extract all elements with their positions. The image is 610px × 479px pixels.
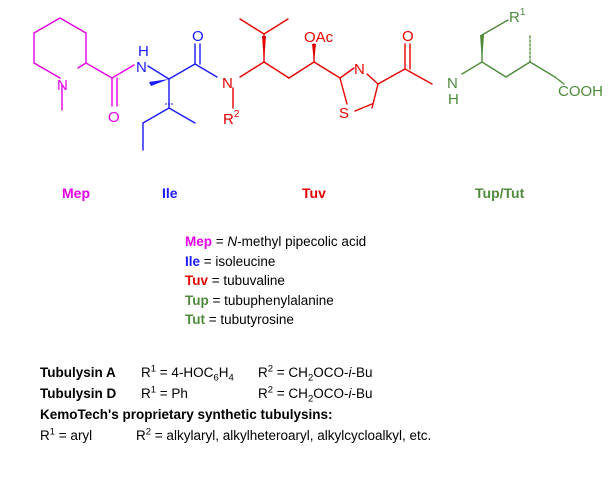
tubulysin-structure: N O N H O N R2 OAc N S O N H R1 COOH xyxy=(33,7,603,151)
tubulysin-a-r1: R1 = 4-HOC6H4 xyxy=(141,363,234,384)
tuv-r2-label: R2 xyxy=(223,109,240,128)
tubulysin-d-name: Tubulysin D xyxy=(40,386,117,401)
tup-cooh-label: COOH xyxy=(558,83,603,100)
wedge-tuv-oac xyxy=(312,44,316,62)
tuv-o-label: O xyxy=(402,28,414,45)
legend-row-ile: Ile = isoleucine xyxy=(185,253,276,269)
kemotech-r2: R2 = alkylaryl, alkylheteroaryl, alkylcy… xyxy=(136,426,432,443)
tuv-n-label: N xyxy=(222,75,233,92)
tup-nh-h-label: H xyxy=(448,91,459,108)
ile-fragment xyxy=(142,43,218,151)
wedge-ile-nh xyxy=(149,79,169,86)
tup-r1-label: R1 xyxy=(509,7,526,26)
kemotech-r1: R1 = aryl xyxy=(40,426,93,443)
tubulysin-a-name: Tubulysin A xyxy=(40,365,116,380)
mep-o-label: O xyxy=(108,109,120,126)
legend-row-tup: Tup = tubuphenylalanine xyxy=(185,292,334,308)
legend-row-mep: Mep = N-methyl pipecolic acid xyxy=(185,234,367,249)
mep-n-label: N xyxy=(57,77,68,94)
kemotech-heading: KemoTech's proprietary synthetic tubulys… xyxy=(40,407,333,422)
tuv-oac-label: OAc xyxy=(304,29,334,46)
abbreviation-legend: Mep = N-methyl pipecolic acid Ile = isol… xyxy=(185,232,366,330)
ile-nh-h-label: H xyxy=(138,43,149,60)
tuv-thiazole-n-label: N xyxy=(354,61,365,78)
wedge-tuv-isopropyl xyxy=(262,36,266,62)
tuv-thiazole-s-label: S xyxy=(339,105,349,122)
ile-nh-n-label: N xyxy=(136,59,147,76)
fragment-label-mep: Mep xyxy=(62,185,90,201)
ile-o-label: O xyxy=(192,28,204,45)
tuv-fragment xyxy=(232,18,433,112)
legend-row-tuv: Tuv = tubuvaline xyxy=(185,273,285,288)
wedge-tup xyxy=(480,35,484,62)
fragment-label-tup: Tup/Tut xyxy=(475,185,525,201)
tup-nh-n-label: N xyxy=(447,75,458,92)
tubulysin-d-r2: R2 = CH2OCO-i-Bu xyxy=(258,384,373,405)
tup-fragment xyxy=(461,19,565,85)
legend-row-tut: Tut = tubutyrosine xyxy=(185,312,294,327)
fragment-label-ile: Ile xyxy=(162,185,178,201)
fragment-label-tuv: Tuv xyxy=(302,185,326,201)
tubulysin-a-r2: R2 = CH2OCO-i-Bu xyxy=(258,363,373,384)
mep-fragment xyxy=(33,17,135,111)
tubulysin-d-r1: R1 = Ph xyxy=(141,384,188,401)
